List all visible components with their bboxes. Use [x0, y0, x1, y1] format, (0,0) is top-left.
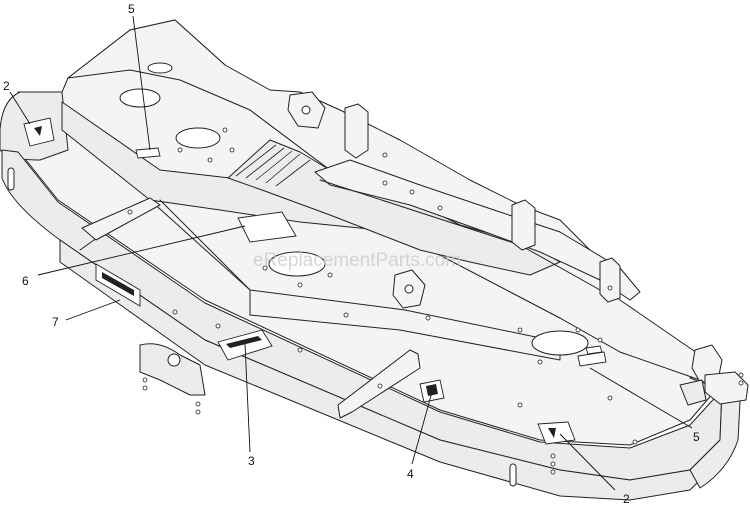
callout-label: 5 — [128, 2, 135, 16]
decal-warning-small — [419, 379, 445, 403]
callout-label: 5 — [693, 430, 700, 444]
decal-warning-triangle-left — [23, 117, 55, 147]
callout-label: 2 — [623, 492, 630, 506]
callout-label: 6 — [22, 274, 29, 288]
callout-label: 2 — [3, 79, 10, 93]
decal-warning-triangle-right — [537, 421, 576, 445]
decal-center-plate — [237, 211, 297, 243]
callout-labels: 5 2 6 7 3 4 5 2 — [3, 2, 700, 506]
callout-label: 3 — [248, 454, 255, 468]
watermark: eReplacementParts.com — [253, 250, 461, 271]
callout-label: 4 — [407, 467, 414, 481]
mower-deck-drawing — [0, 19, 749, 501]
decal-model-logo — [95, 263, 141, 307]
callout-leaders — [9, 15, 693, 491]
decal-height-label-right — [577, 345, 607, 367]
decal-height-label-left — [135, 147, 161, 159]
callout-label: 7 — [52, 315, 59, 329]
